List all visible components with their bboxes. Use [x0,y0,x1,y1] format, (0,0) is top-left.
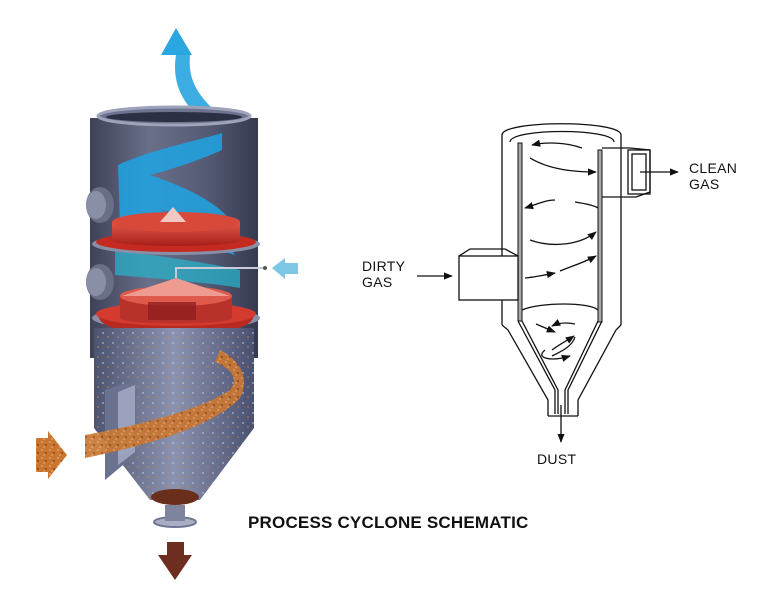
top-rim [501,123,622,136]
clean-gas-arrowhead [161,28,192,55]
lower-tray-cone [122,278,230,296]
clean-gas-label: CLEAN GAS [689,160,737,192]
water-inlet-arrow [272,258,298,279]
figure-caption: PROCESS CYCLONE SCHEMATIC [248,513,529,532]
dirty-gas-inlet-arrow [36,431,67,479]
clean-gas-label-line2: GAS [689,176,720,192]
cyclone-illustration [36,28,298,580]
spray-pipe [175,267,265,278]
dirty-gas-label-line1: DIRTY [362,258,406,274]
dirty-gas-stream [85,350,244,458]
upper-tray-cone [160,207,186,222]
dust-collection [151,489,199,505]
clean-gas-label-line1: CLEAN [689,160,738,176]
cyclone-schematic [417,123,679,443]
dirty-gas-label-line2: GAS [362,274,393,290]
dust-outlet-arrow [158,542,192,580]
dust-label: DUST [537,451,577,467]
dirty-gas-inlet-box [458,248,519,257]
cone [501,324,549,416]
dirty-gas-label: DIRTY GAS [362,258,405,290]
